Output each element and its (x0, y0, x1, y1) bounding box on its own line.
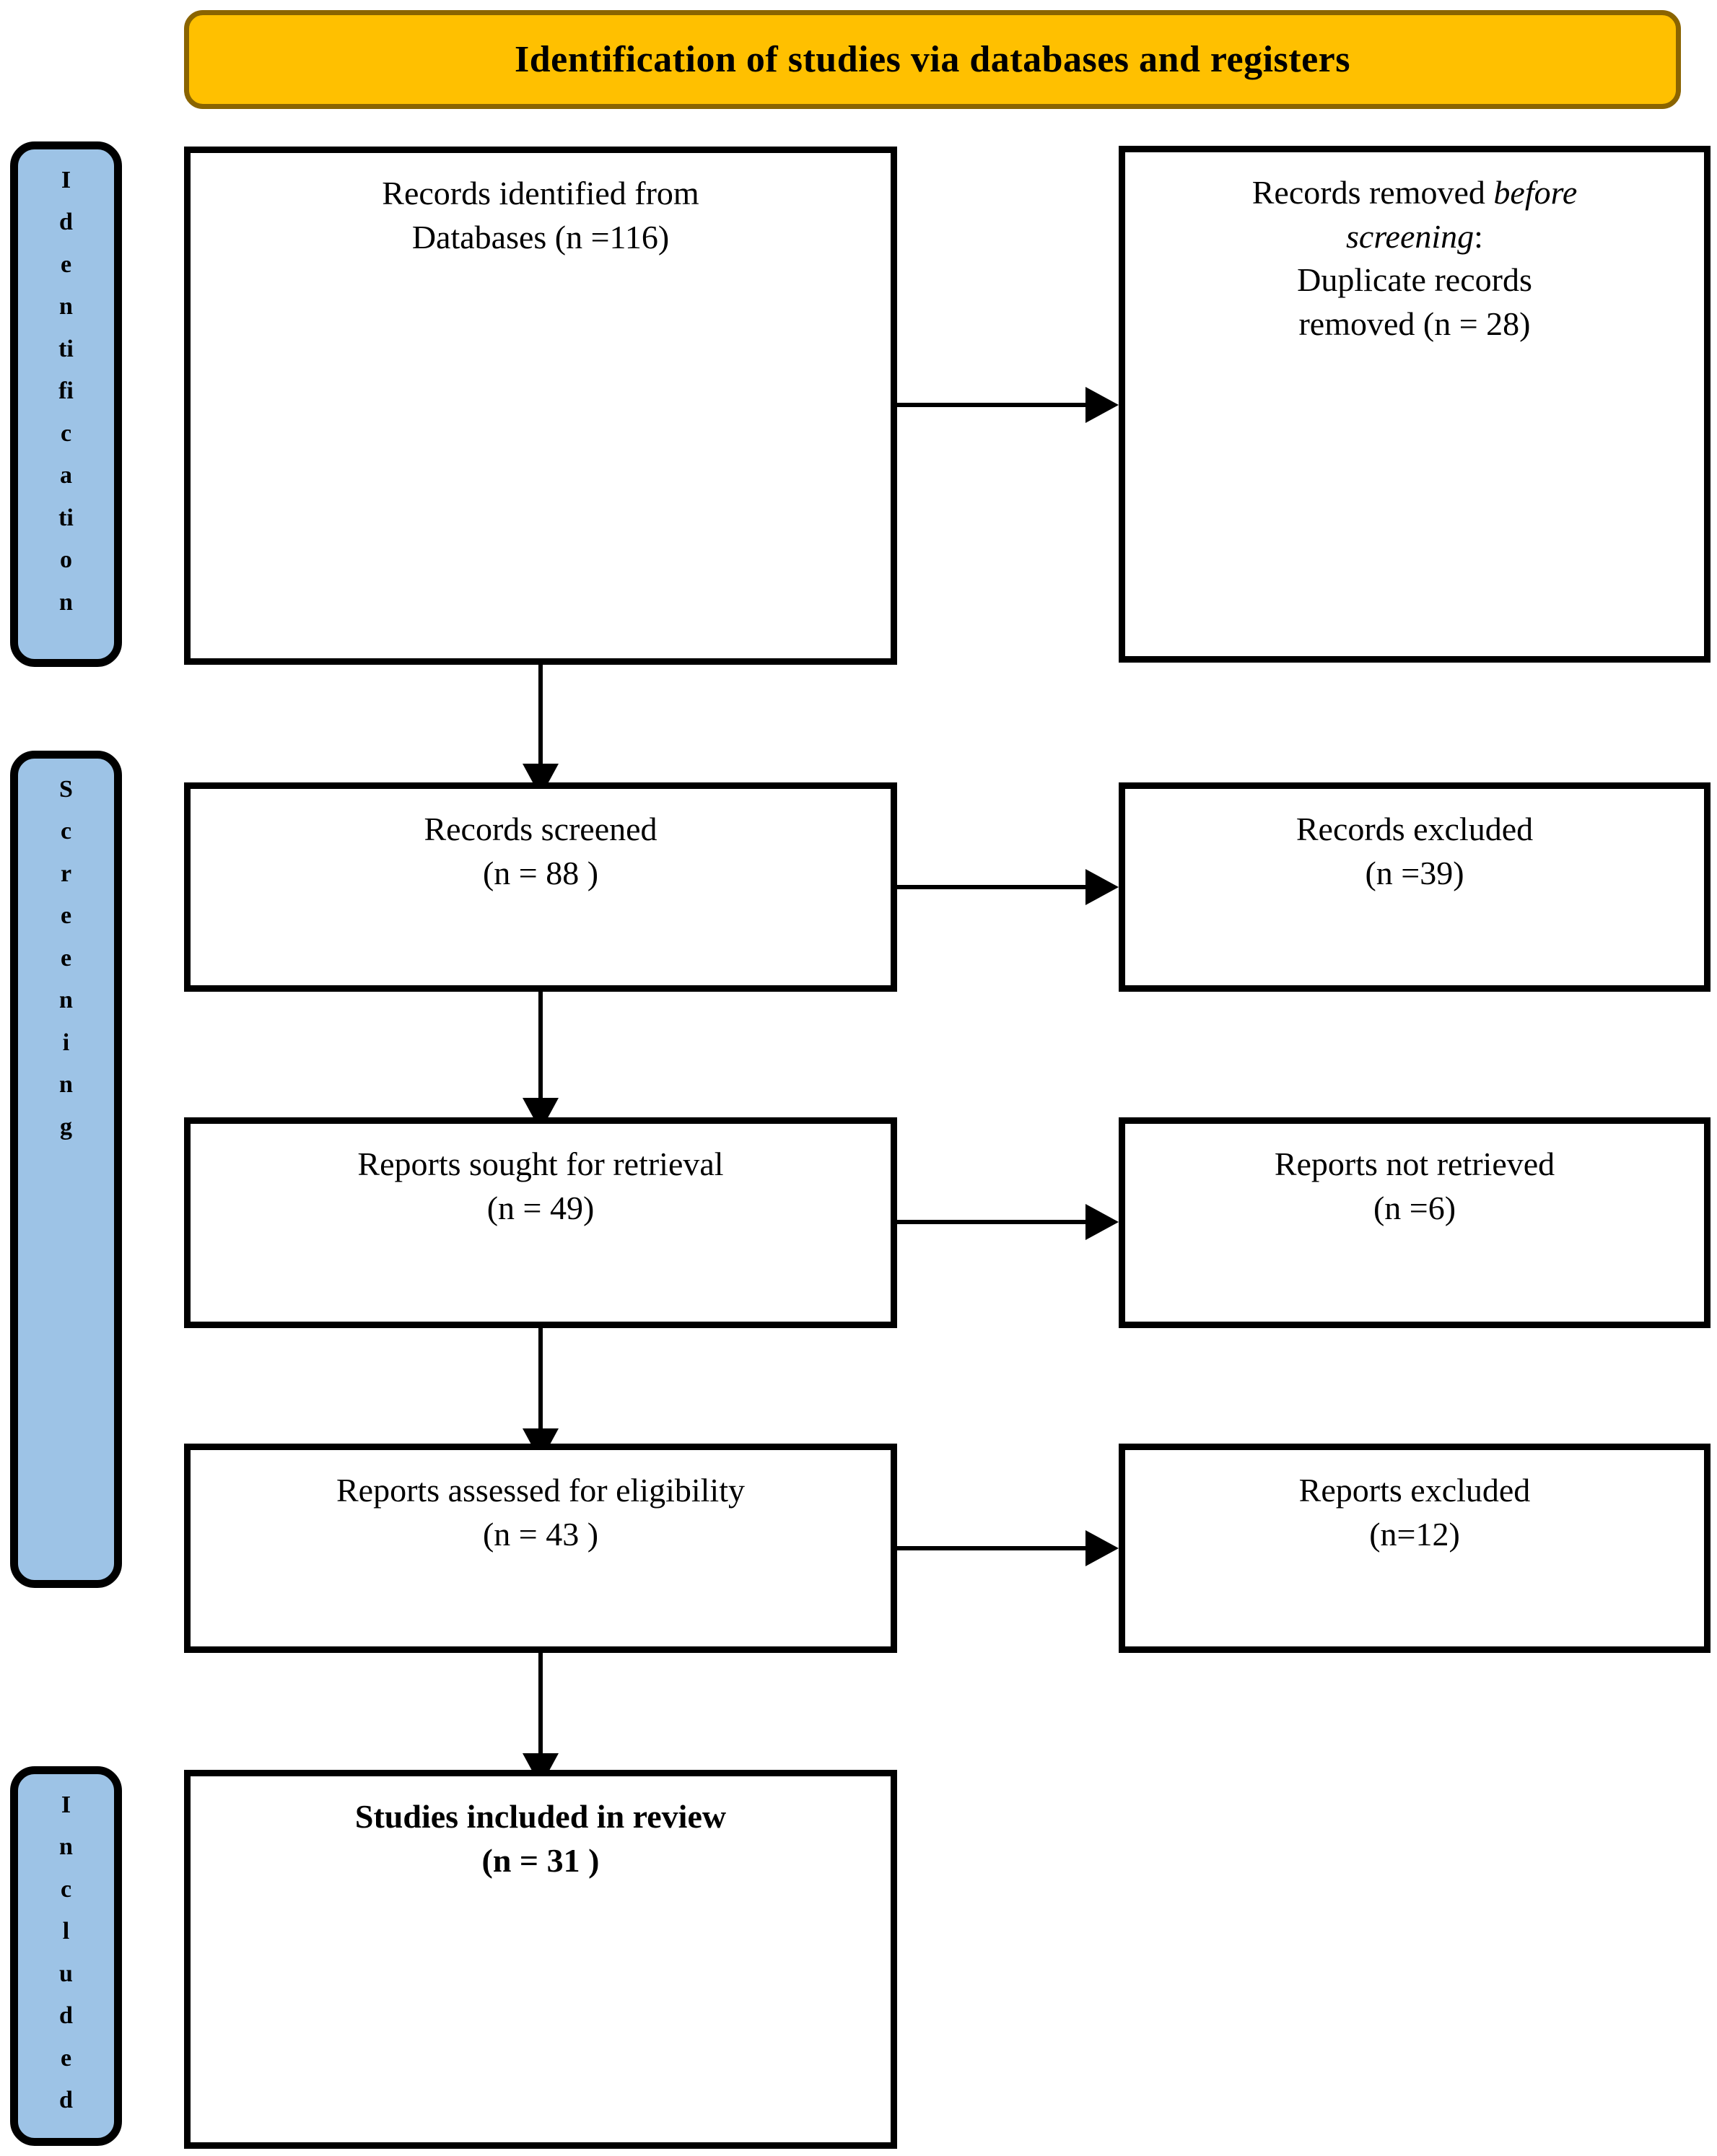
records-removed-line2-suffix: : (1474, 217, 1483, 255)
reports-assessed-line1: Reports assessed for eligibility (336, 1472, 745, 1509)
box-records-identified-text: Records identified from Databases (n =11… (191, 153, 891, 259)
box-studies-included: Studies included in review (n = 31 ) (184, 1770, 897, 2149)
records-removed-line1-italic: before (1493, 174, 1578, 211)
box-reports-excluded-text: Reports excluded (n=12) (1125, 1450, 1704, 1556)
box-records-excluded-text: Records excluded (n =39) (1125, 789, 1704, 895)
arrowhead-identified-to-removed (1085, 387, 1119, 423)
stage-label-included-text: I n c l u d e d (59, 1791, 73, 2114)
connector-identified-to-removed (897, 403, 1085, 407)
records-removed-line2: screening: (1141, 215, 1688, 259)
reports-sought-line2: (n = 49) (486, 1189, 595, 1226)
records-removed-line4: removed (n = 28) (1298, 305, 1531, 343)
records-screened-line2: (n = 88 ) (482, 854, 599, 891)
arrowhead-assessed-to-reports-excluded (1085, 1530, 1119, 1566)
records-screened-line1: Records screened (424, 811, 657, 847)
connector-screened-to-excluded (897, 885, 1085, 889)
box-records-screened: Records screened (n = 88 ) (184, 782, 897, 992)
box-records-identified: Records identified from Databases (n =11… (184, 147, 897, 665)
stage-label-screening-text: S c r e e n i n g (59, 776, 73, 1140)
reports-excluded-line2: (n=12) (1369, 1515, 1460, 1553)
box-reports-sought-text: Reports sought for retrieval (n = 49) (191, 1124, 891, 1230)
stage-label-identification: I d e n ti fi c a ti o n (10, 141, 122, 667)
box-studies-included-text: Studies included in review (n = 31 ) (191, 1776, 891, 1882)
box-reports-assessed: Reports assessed for eligibility (n = 43… (184, 1444, 897, 1653)
box-reports-assessed-text: Reports assessed for eligibility (n = 43… (191, 1450, 891, 1556)
arrowhead-screened-to-excluded (1085, 869, 1119, 905)
connector-sought-to-not-retrieved (897, 1220, 1085, 1224)
reports-not-retrieved-line2: (n =6) (1373, 1189, 1456, 1226)
records-identified-line2: Databases (n =116) (411, 218, 670, 256)
box-records-removed-text: Records removed before screening: Duplic… (1125, 152, 1704, 346)
records-removed-line2-italic: screening (1346, 217, 1474, 255)
reports-assessed-line2: (n = 43 ) (482, 1515, 599, 1553)
studies-included-line2: (n = 31 ) (481, 1841, 600, 1879)
reports-sought-line1: Reports sought for retrieval (357, 1145, 724, 1182)
records-identified-line1: Records identified from (382, 175, 699, 211)
diagram-title: Identification of studies via databases … (514, 38, 1351, 80)
arrowhead-sought-to-not-retrieved (1085, 1204, 1119, 1240)
records-excluded-line2: (n =39) (1365, 854, 1464, 891)
connector-sought-to-assessed (538, 1328, 543, 1431)
stage-label-screening: S c r e e n i n g (10, 751, 122, 1588)
box-reports-excluded: Reports excluded (n=12) (1119, 1444, 1711, 1653)
box-reports-not-retrieved: Reports not retrieved (n =6) (1119, 1117, 1711, 1328)
connector-identified-to-screened (538, 665, 543, 766)
connector-screened-to-sought (538, 992, 543, 1100)
records-removed-line1-prefix: Records removed (1251, 174, 1494, 211)
studies-included-line1: Studies included in review (354, 1798, 727, 1835)
connector-assessed-to-included (538, 1653, 543, 1755)
box-records-excluded: Records excluded (n =39) (1119, 782, 1711, 992)
records-removed-line1: Records removed before (1141, 171, 1688, 215)
records-removed-line3: Duplicate records (1297, 261, 1532, 299)
connector-assessed-to-reports-excluded (897, 1546, 1085, 1550)
records-excluded-line1: Records excluded (1296, 811, 1534, 847)
stage-label-identification-text: I d e n ti fi c a ti o n (58, 167, 74, 616)
box-records-screened-text: Records screened (n = 88 ) (191, 789, 891, 895)
stage-label-included: I n c l u d e d (10, 1766, 122, 2146)
diagram-title-banner: Identification of studies via databases … (184, 10, 1681, 109)
reports-excluded-line1: Reports excluded (1298, 1472, 1531, 1509)
box-reports-not-retrieved-text: Reports not retrieved (n =6) (1125, 1124, 1704, 1230)
box-records-removed: Records removed before screening: Duplic… (1119, 146, 1711, 663)
box-reports-sought: Reports sought for retrieval (n = 49) (184, 1117, 897, 1328)
reports-not-retrieved-line1: Reports not retrieved (1274, 1145, 1555, 1182)
